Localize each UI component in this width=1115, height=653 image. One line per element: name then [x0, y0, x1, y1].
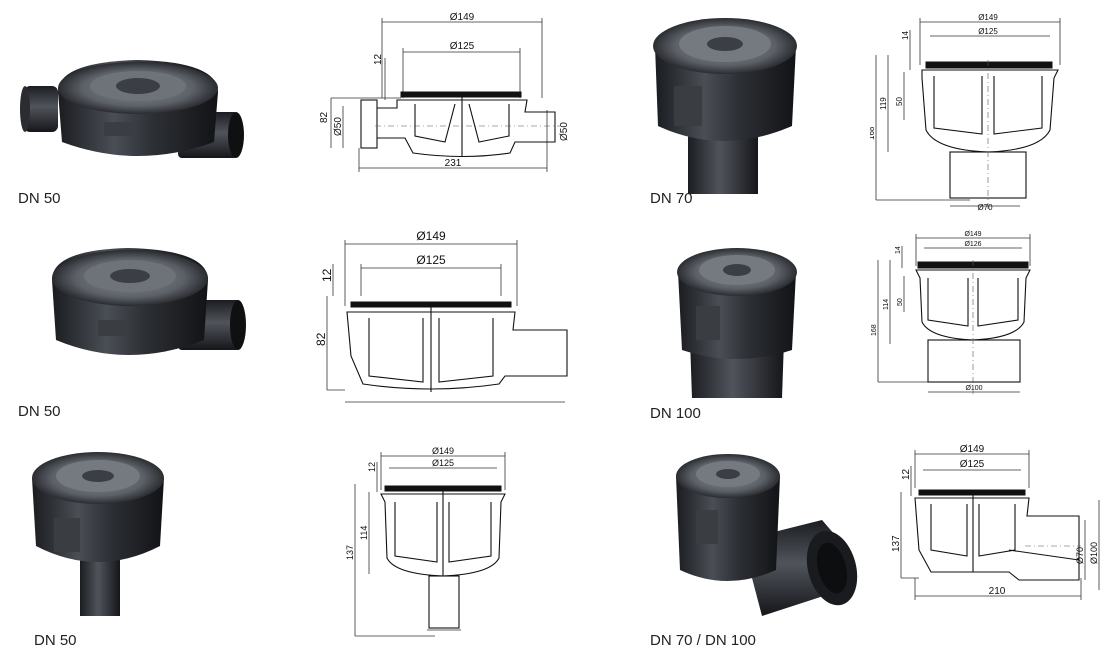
product-caption: DN 50	[34, 632, 77, 649]
svg-text:Ø125: Ø125	[960, 459, 985, 470]
technical-drawing-dn50-low: Ø149 Ø125 12 82	[305, 226, 575, 406]
technical-drawing-dn50-horizontal: Ø149 Ø125 12 82 Ø50 Ø50 231	[315, 8, 575, 178]
svg-text:50: 50	[897, 298, 904, 306]
drain-photo-dn50-low	[48, 240, 248, 380]
svg-text:119: 119	[879, 97, 888, 110]
svg-text:Ø125: Ø125	[416, 253, 446, 267]
svg-text:Ø126: Ø126	[964, 241, 981, 248]
technical-drawing-dn50-vertical: Ø149 Ø125 12 114 137 Ø50	[345, 440, 525, 640]
svg-text:12: 12	[367, 462, 377, 472]
product-caption: DN 100	[650, 405, 701, 422]
svg-text:Ø149: Ø149	[416, 229, 446, 243]
svg-text:210: 210	[989, 586, 1006, 597]
drain-photo-dn50-horizontal	[18, 52, 248, 182]
svg-text:Ø149: Ø149	[964, 231, 981, 238]
svg-text:Ø100: Ø100	[1089, 542, 1099, 564]
svg-text:Ø125: Ø125	[450, 41, 475, 52]
svg-text:14: 14	[895, 246, 902, 254]
svg-text:14: 14	[901, 31, 910, 40]
svg-text:Ø149: Ø149	[978, 13, 998, 22]
svg-text:82: 82	[314, 332, 328, 346]
svg-text:Ø50: Ø50	[333, 117, 344, 136]
product-caption: DN 70 / DN 100	[650, 632, 756, 649]
svg-text:114: 114	[883, 299, 890, 310]
svg-text:Ø125: Ø125	[978, 27, 998, 36]
product-caption: DN 70	[650, 190, 693, 207]
svg-text:12: 12	[320, 268, 334, 282]
drain-photo-dn50-vertical	[28, 438, 168, 618]
svg-text:Ø149: Ø149	[432, 446, 454, 456]
svg-text:Ø70: Ø70	[1075, 547, 1085, 564]
technical-drawing-dn70: Ø149 Ø125 14 119 50 168 Ø70	[867, 10, 1070, 215]
svg-text:231: 231	[445, 158, 462, 169]
svg-text:137: 137	[891, 535, 902, 552]
svg-text:12: 12	[901, 468, 912, 480]
svg-text:137: 137	[345, 545, 355, 560]
technical-drawing-dn70-dn100-side: Ø149 Ø125 12 137 210 Ø70 Ø100	[885, 440, 1110, 630]
technical-drawing-dn100: Ø149 Ø126 14 114 50 168 Ø100	[870, 226, 1060, 401]
svg-text:Ø70: Ø70	[977, 203, 993, 212]
product-caption: DN 50	[18, 403, 61, 420]
svg-text:168: 168	[871, 324, 878, 336]
svg-text:Ø100: Ø100	[965, 385, 982, 392]
svg-text:Ø149: Ø149	[960, 444, 985, 455]
drain-photo-dn100	[672, 240, 802, 400]
svg-text:82: 82	[319, 111, 330, 123]
svg-text:Ø149: Ø149	[450, 12, 475, 23]
svg-text:Ø50: Ø50	[559, 122, 570, 141]
svg-text:50: 50	[895, 97, 904, 106]
svg-text:Ø125: Ø125	[432, 458, 454, 468]
svg-text:114: 114	[359, 526, 369, 540]
svg-text:168: 168	[870, 126, 876, 140]
svg-text:12: 12	[373, 53, 384, 65]
drain-photo-dn70-dn100-side	[672, 440, 862, 630]
product-caption: DN 50	[18, 190, 61, 207]
drain-photo-dn70	[650, 6, 800, 196]
